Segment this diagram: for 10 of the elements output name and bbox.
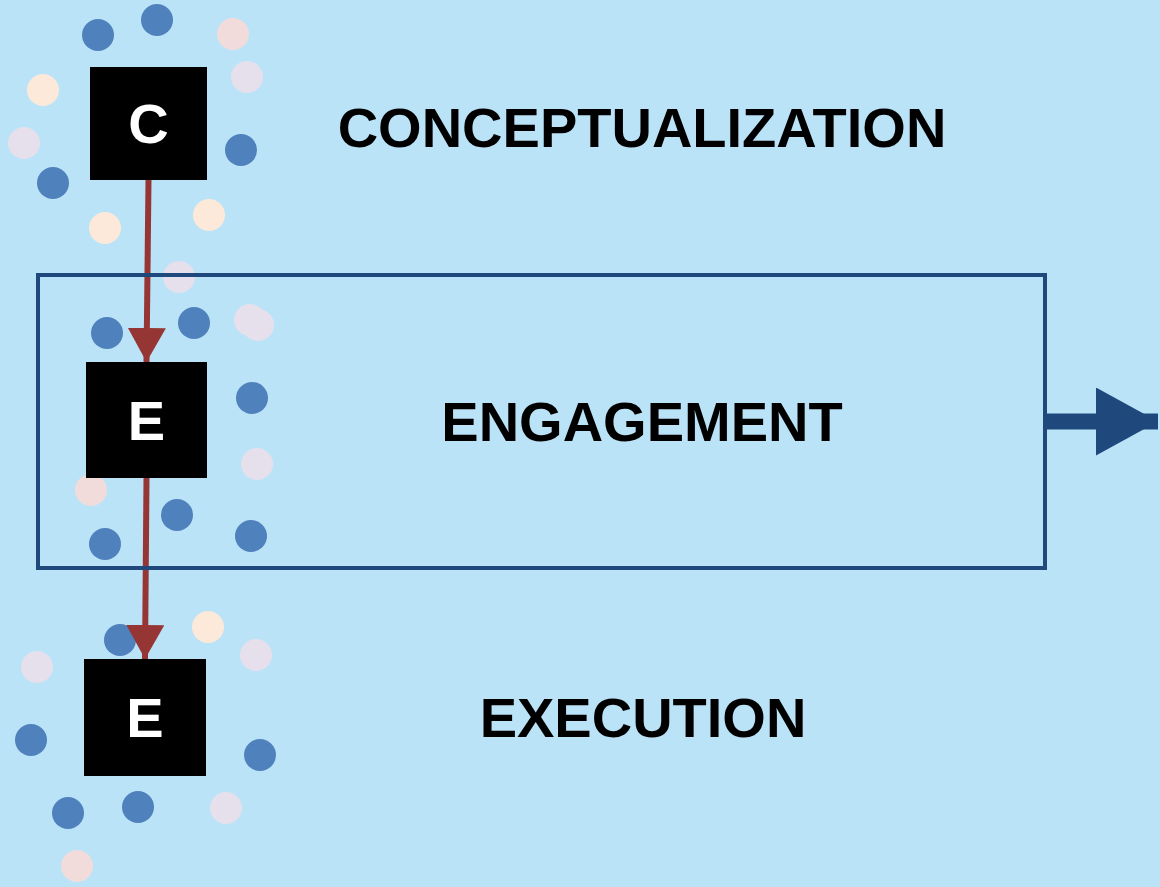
stage-heading: CONCEPTUALIZATION (337, 94, 947, 160)
arrow (127, 179, 166, 363)
group-frame (36, 273, 1047, 570)
letter-box: E (86, 362, 207, 478)
arrow (126, 477, 165, 660)
letter-box: E (84, 659, 206, 776)
letter-box: C (90, 67, 207, 180)
stage-heading: EXECUTION (479, 684, 807, 750)
group-title: ENGAGEMENT (441, 388, 843, 454)
arrow (1047, 387, 1158, 456)
